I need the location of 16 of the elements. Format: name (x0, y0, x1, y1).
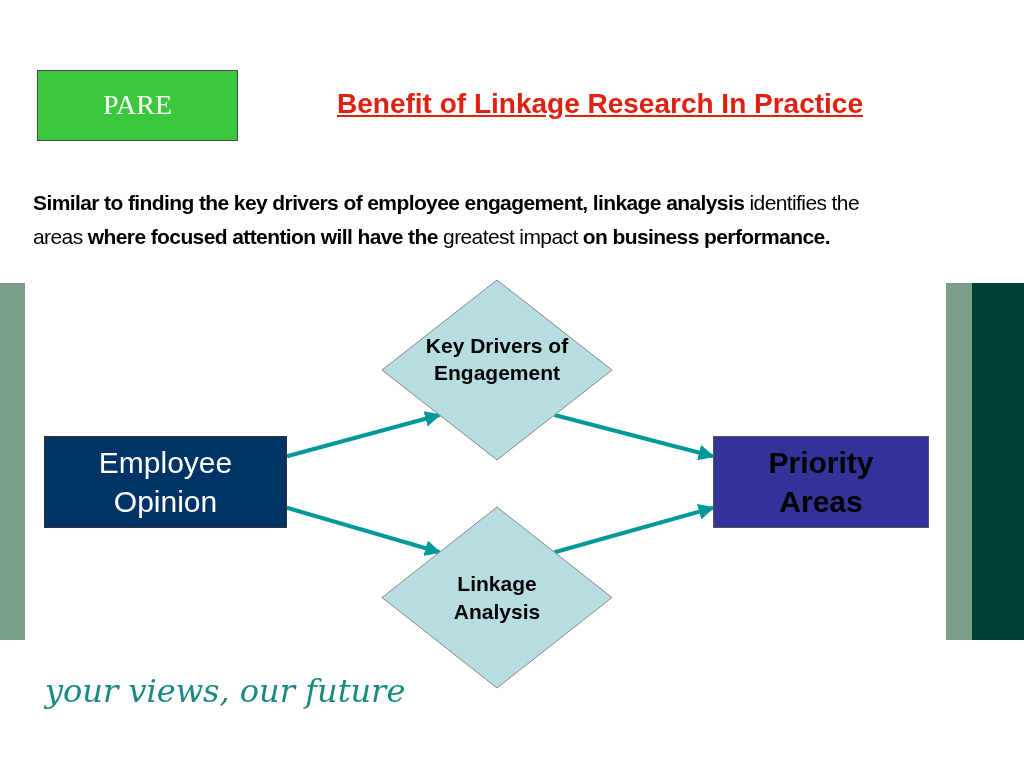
slide-title: Benefit of Linkage Research In Practice (336, 88, 864, 120)
node-label: Linkage Analysis (452, 571, 542, 625)
node-label: PARE (103, 88, 172, 123)
arrow (554, 413, 715, 461)
handwritten-slogan: your views, our future (45, 672, 406, 710)
arrow (553, 503, 715, 555)
decision-diamond (382, 280, 612, 460)
node-label: Employee Opinion (97, 445, 234, 520)
node-label: Key Drivers of Engagement (424, 332, 570, 386)
description-text: Similar to finding the key drivers of employee engagement, linkage analysis identifies the areas where focused attention will have the greatest impact on business performance. (33, 190, 860, 250)
arrow (286, 505, 442, 556)
process-box (37, 70, 238, 141)
process-box (44, 436, 287, 528)
node-label: Priority Areas (767, 445, 875, 520)
arrow (286, 411, 442, 459)
process-box (713, 436, 929, 528)
